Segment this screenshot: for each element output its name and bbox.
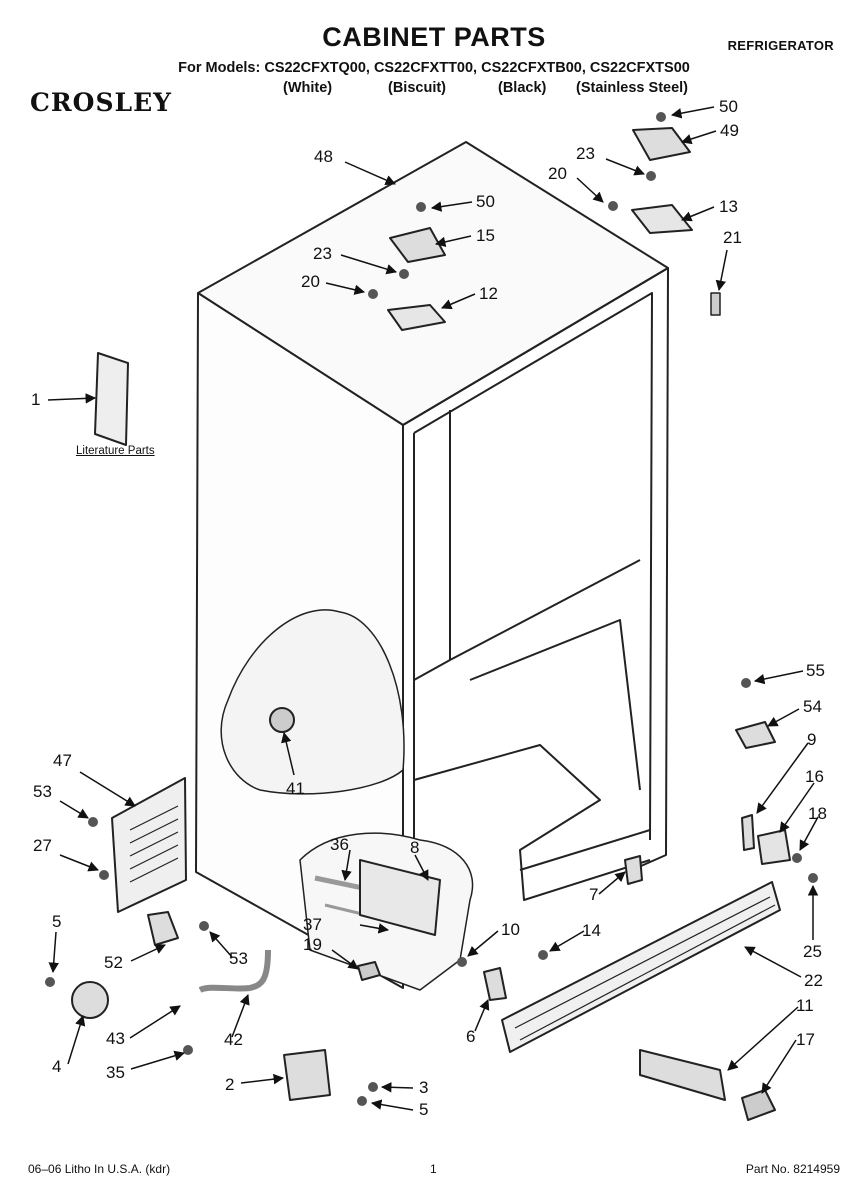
print-info: 06–06 Litho In U.S.A. (kdr) bbox=[28, 1162, 171, 1176]
roller-4 bbox=[71, 981, 109, 1019]
screw-icon bbox=[357, 1096, 367, 1106]
variant-black: (Black) bbox=[498, 80, 547, 96]
callout-15: 15 bbox=[476, 226, 495, 245]
callout-25: 25 bbox=[803, 942, 822, 961]
callout-35: 35 bbox=[106, 1063, 125, 1082]
callout-53: 53 bbox=[33, 782, 52, 801]
callout-52: 52 bbox=[104, 953, 123, 972]
callout-3: 3 bbox=[419, 1078, 429, 1097]
screw-icon bbox=[608, 201, 618, 211]
screw-icon bbox=[538, 950, 548, 960]
hinge-16 bbox=[757, 829, 791, 865]
variant-stainless: (Stainless Steel) bbox=[576, 80, 689, 96]
callout-6: 6 bbox=[466, 1027, 476, 1046]
screw-icon bbox=[368, 1082, 378, 1092]
toe-grille bbox=[501, 881, 781, 1053]
callout-23: 23 bbox=[576, 144, 595, 163]
part-21 bbox=[710, 292, 721, 316]
page-title: CABINET PARTS bbox=[322, 22, 546, 52]
screw-icon bbox=[399, 269, 409, 279]
screw-icon bbox=[646, 171, 656, 181]
screw-icon bbox=[199, 921, 209, 931]
top-hinge-cover-15 bbox=[389, 227, 446, 263]
callout-leaders bbox=[47, 106, 819, 1111]
callout-8: 8 bbox=[410, 838, 420, 857]
screw-icon bbox=[183, 1045, 193, 1055]
callout-54: 54 bbox=[803, 697, 822, 716]
callout-55: 55 bbox=[806, 661, 825, 680]
screw-icon bbox=[368, 289, 378, 299]
callout-53b: 53 bbox=[229, 949, 248, 968]
brand-logo: CROSLEY bbox=[30, 88, 172, 117]
callout-37: 37 bbox=[303, 915, 322, 934]
callout-36: 36 bbox=[330, 835, 349, 854]
screw-icon bbox=[656, 112, 666, 122]
variant-biscuit: (Biscuit) bbox=[388, 80, 446, 96]
callout-50: 50 bbox=[719, 97, 738, 116]
callout-10: 10 bbox=[501, 920, 520, 939]
cutaway-window bbox=[220, 609, 405, 795]
callout-47: 47 bbox=[53, 751, 72, 770]
screw-icon bbox=[792, 853, 802, 863]
callout-18: 18 bbox=[808, 804, 827, 823]
callout-9: 9 bbox=[807, 730, 817, 749]
callout-20: 20 bbox=[548, 164, 567, 183]
appliance-category: REFRIGERATOR bbox=[727, 38, 834, 53]
top-hinge-12 bbox=[387, 304, 446, 331]
callout-23b: 23 bbox=[313, 244, 332, 263]
bracket-52 bbox=[147, 911, 179, 946]
literature-parts-label: Literature Parts bbox=[76, 445, 155, 457]
model-list: For Models: CS22CFXTQ00, CS22CFXTT00, CS… bbox=[178, 60, 690, 76]
callout-12: 12 bbox=[479, 284, 498, 303]
part-19 bbox=[357, 961, 381, 981]
screw-icon bbox=[88, 817, 98, 827]
callout-21: 21 bbox=[723, 228, 742, 247]
screw-icon bbox=[457, 957, 467, 967]
bottom-hinge-2 bbox=[283, 1049, 331, 1101]
drain-tube bbox=[198, 949, 271, 993]
water-filter bbox=[639, 1049, 726, 1101]
screw-icon bbox=[808, 873, 818, 883]
callout-17: 17 bbox=[796, 1030, 815, 1049]
callout-48: 48 bbox=[314, 147, 333, 166]
callout-7: 7 bbox=[589, 885, 599, 904]
top-hinge-cover-49 bbox=[632, 127, 691, 161]
callout-27: 27 bbox=[33, 836, 52, 855]
literature-booklet bbox=[94, 352, 129, 446]
callout-22: 22 bbox=[804, 971, 823, 990]
bracket-6 bbox=[483, 967, 507, 1001]
screw-icon bbox=[45, 977, 55, 987]
callout-19: 19 bbox=[303, 935, 322, 954]
callout-20b: 20 bbox=[301, 272, 320, 291]
filter-cap bbox=[741, 1089, 776, 1121]
screw-icon bbox=[416, 202, 426, 212]
callout-5b: 5 bbox=[419, 1100, 429, 1119]
hinge-9 bbox=[741, 814, 755, 851]
part-number: Part No. 8214959 bbox=[745, 1162, 840, 1176]
callout-11: 11 bbox=[796, 996, 814, 1015]
clip-7 bbox=[624, 855, 643, 885]
callout-2: 2 bbox=[225, 1075, 235, 1094]
callout-49: 49 bbox=[720, 121, 739, 140]
page-number: 1 bbox=[430, 1162, 437, 1176]
callout-5: 5 bbox=[52, 912, 62, 931]
roller-41 bbox=[269, 707, 295, 733]
top-hinge-13 bbox=[631, 204, 693, 234]
callout-16: 16 bbox=[805, 767, 824, 786]
screw-icon bbox=[99, 870, 109, 880]
callout-1: 1 bbox=[31, 390, 41, 409]
callout-4: 4 bbox=[52, 1057, 62, 1076]
variant-white: (White) bbox=[283, 80, 333, 96]
callout-14: 14 bbox=[582, 921, 601, 940]
hinge-54 bbox=[735, 721, 776, 749]
callout-13: 13 bbox=[719, 197, 738, 216]
screw-icon bbox=[741, 678, 751, 688]
callout-43: 43 bbox=[106, 1029, 125, 1048]
callout-42: 42 bbox=[224, 1030, 243, 1049]
callout-50b: 50 bbox=[476, 192, 495, 211]
callout-41: 41 bbox=[286, 779, 305, 798]
